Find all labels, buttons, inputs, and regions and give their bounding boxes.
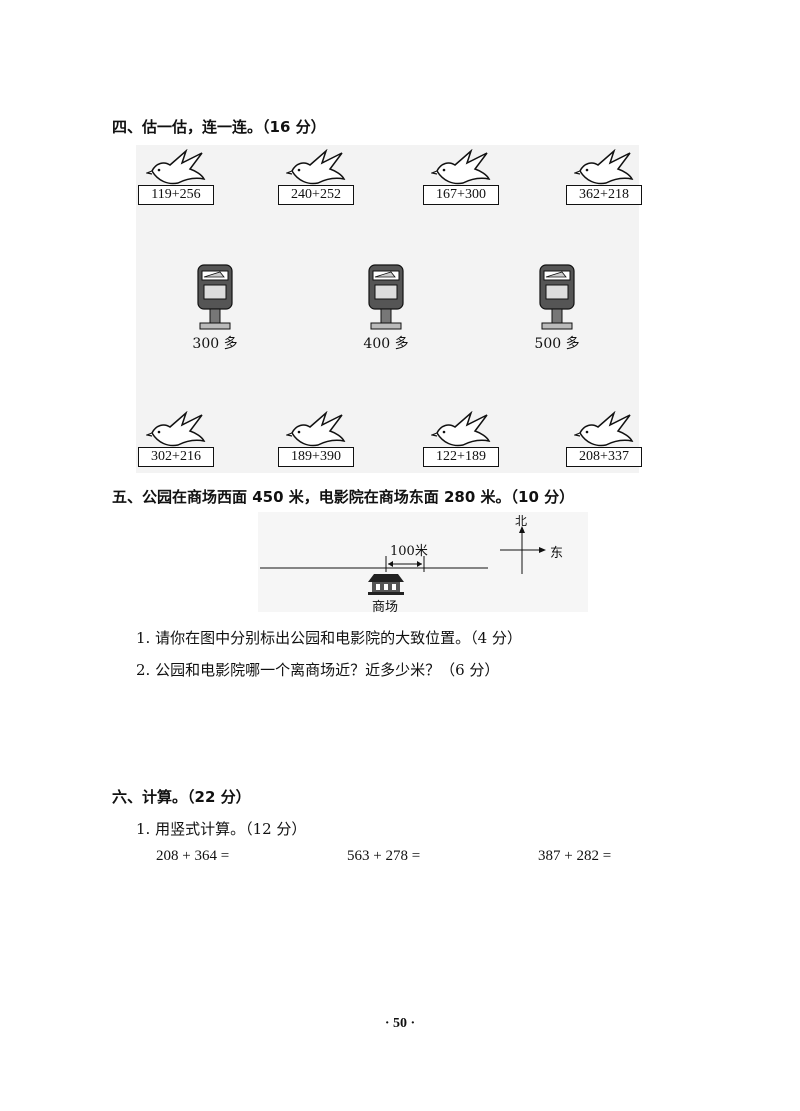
mailbox-icon (197, 264, 233, 330)
dove-icon (146, 149, 206, 185)
dove-icon (146, 411, 206, 447)
dove-icon (286, 149, 346, 185)
section5-title: 五、公园在商场西面 450 米，电影院在商场东面 280 米。（10 分） (112, 488, 575, 506)
bird-card[interactable]: 122+189 (423, 411, 503, 467)
bird-card[interactable]: 189+390 (278, 411, 358, 467)
mailbox-icon (368, 264, 404, 330)
compass-north-label: 北 (515, 514, 528, 528)
expression-box: 167+300 (423, 185, 499, 205)
calc-expression: 387 + 282 = (538, 848, 612, 864)
dove-icon (286, 411, 346, 447)
map-lines (260, 526, 546, 595)
compass-east-label: 东 (550, 546, 564, 561)
mailbox-card[interactable]: 500 多 (527, 263, 587, 363)
bird-card[interactable]: 240+252 (278, 149, 358, 205)
scale-label: 100米 (390, 544, 428, 559)
mailbox-label: 400 多 (363, 336, 409, 352)
bird-card[interactable]: 302+216 (138, 411, 218, 467)
mall-building-icon (368, 574, 404, 595)
mailbox-label: 300 多 (192, 336, 238, 352)
section6-question-1: 1. 用竖式计算。（12 分） (136, 820, 307, 838)
section5-question-1: 1. 请你在图中分别标出公园和电影院的大致位置。（4 分） (136, 629, 522, 647)
page-number: · 50 · (384, 1016, 416, 1031)
dove-icon (574, 411, 634, 447)
calc-expression: 208 + 364 = (156, 848, 230, 864)
expression-box: 302+216 (138, 447, 214, 467)
dove-icon (574, 149, 634, 185)
section6-title: 六、计算。（22 分） (112, 788, 251, 806)
mall-label: 商场 (372, 600, 399, 615)
mailbox-icon (539, 264, 575, 330)
bird-card[interactable]: 362+218 (566, 149, 646, 205)
section4-title: 四、估一估，连一连。（16 分） (112, 118, 326, 136)
expression-box: 119+256 (138, 185, 214, 205)
position-diagram: 100米 北 东 商场 (258, 512, 588, 615)
expression-box: 189+390 (278, 447, 354, 467)
expression-box: 240+252 (278, 185, 354, 205)
expression-box: 362+218 (566, 185, 642, 205)
matching-panel: 119+256 240+252 167+300 362+218 (136, 145, 642, 473)
mailbox-card[interactable]: 300 多 (185, 263, 245, 363)
expression-box: 208+337 (566, 447, 642, 467)
dove-icon (431, 411, 491, 447)
bird-card[interactable]: 119+256 (138, 149, 218, 205)
section5-question-2: 2. 公园和电影院哪一个离商场近？近多少米？（6 分） (136, 661, 500, 679)
calc-expression: 563 + 278 = (347, 848, 421, 864)
mailbox-card[interactable]: 400 多 (356, 263, 416, 363)
mailbox-label: 500 多 (534, 336, 580, 352)
bird-card[interactable]: 167+300 (423, 149, 503, 205)
expression-box: 122+189 (423, 447, 499, 467)
dove-icon (431, 149, 491, 185)
bird-card[interactable]: 208+337 (566, 411, 646, 467)
